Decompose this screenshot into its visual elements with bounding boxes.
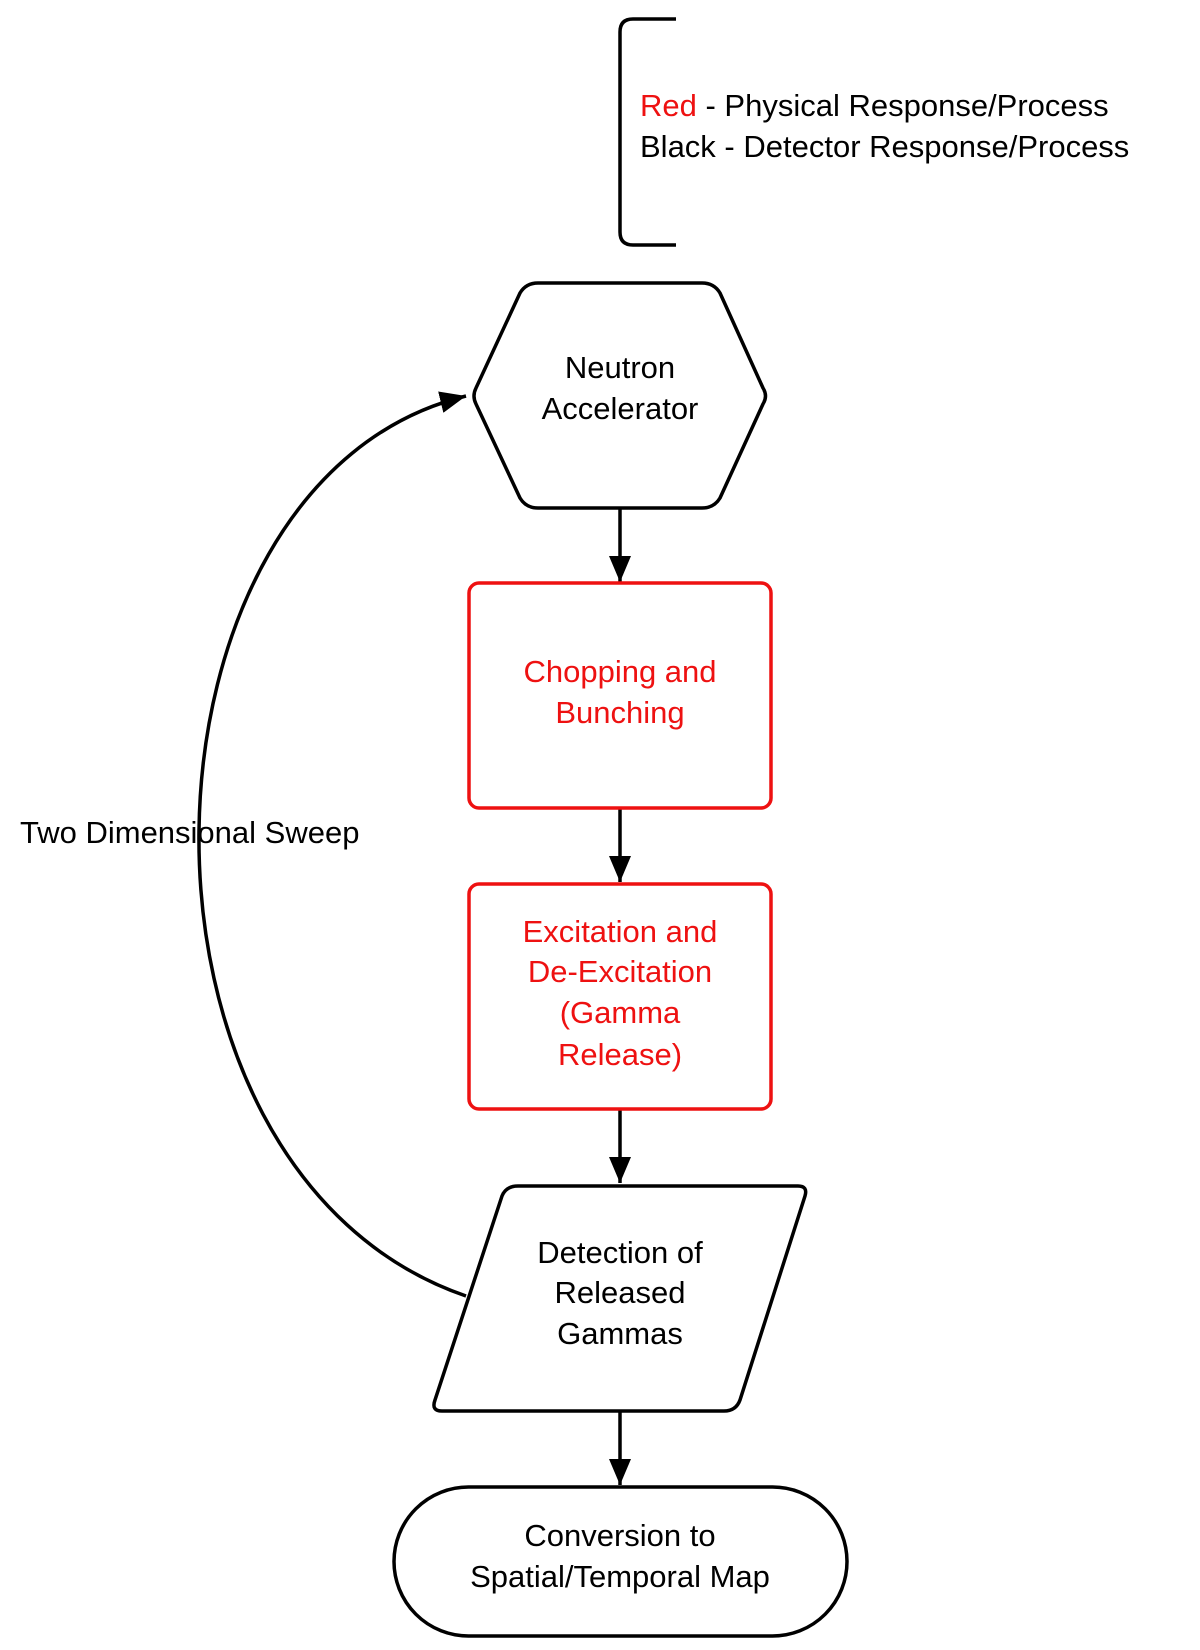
legend-black-line: Black - Detector Response/Process: [640, 129, 1129, 164]
node-chopping-line-1: Chopping and: [523, 654, 716, 689]
terminator-shape: [392, 1485, 849, 1638]
node-detection-line-3: Gammas: [557, 1316, 683, 1351]
node-excitation-line-2: De-Excitation: [528, 954, 712, 989]
legend-bracket: [618, 17, 676, 247]
node-neutron-accelerator: Neutron Accelerator: [472, 281, 768, 510]
node-excitation: Excitation and De-Excitation (Gamma Rele…: [467, 882, 773, 1111]
node-detection: Detection of Released Gammas: [432, 1184, 808, 1413]
hexagon-shape: [472, 281, 768, 510]
chopping-box: [467, 581, 773, 810]
node-detection-line-2: Released: [555, 1275, 686, 1310]
node-excitation-line-4: Release): [558, 1037, 682, 1072]
node-neutron-accelerator-line-2: Accelerator: [542, 391, 699, 426]
legend-red-line: Red - Physical Response/Process: [640, 88, 1109, 123]
legend-red-description: - Physical Response/Process: [697, 88, 1109, 123]
node-chopping-and-bunching: Chopping and Bunching: [467, 581, 773, 810]
node-chopping-line-2: Bunching: [555, 695, 684, 730]
node-excitation-line-3: (Gamma: [560, 995, 681, 1030]
parallelogram-shape: [432, 1184, 808, 1413]
node-detection-line-1: Detection of: [537, 1235, 703, 1270]
node-conversion-line-2: Spatial/Temporal Map: [470, 1559, 770, 1594]
legend-red-word: Red: [640, 88, 697, 123]
edge-detection-to-accelerator-loop: [197, 391, 467, 1298]
loop-label: Two Dimensional Sweep: [20, 815, 359, 850]
excitation-box: [467, 882, 773, 1111]
node-neutron-accelerator-line-1: Neutron: [565, 350, 675, 385]
node-conversion-line-1: Conversion to: [524, 1518, 715, 1553]
node-excitation-line-1: Excitation and: [523, 914, 718, 949]
node-conversion: Conversion to Spatial/Temporal Map: [392, 1485, 849, 1638]
